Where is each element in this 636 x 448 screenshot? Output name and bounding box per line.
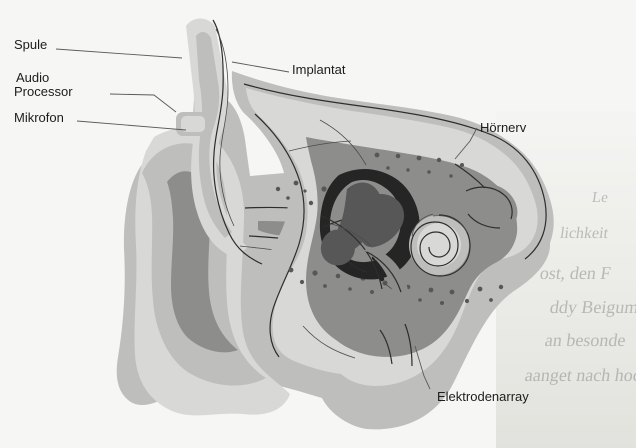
label-implantat: Implantat bbox=[292, 62, 346, 77]
label-spule: Spule bbox=[14, 37, 47, 52]
label-hoernerv: Hörnerv bbox=[480, 120, 527, 135]
label-mikrofon: Mikrofon bbox=[14, 110, 64, 125]
label-audio-line-1: Audio bbox=[16, 70, 49, 85]
label-elektrodenarray: Elektrodenarray bbox=[437, 389, 529, 404]
label-audio-line-2: Processor bbox=[14, 84, 73, 99]
